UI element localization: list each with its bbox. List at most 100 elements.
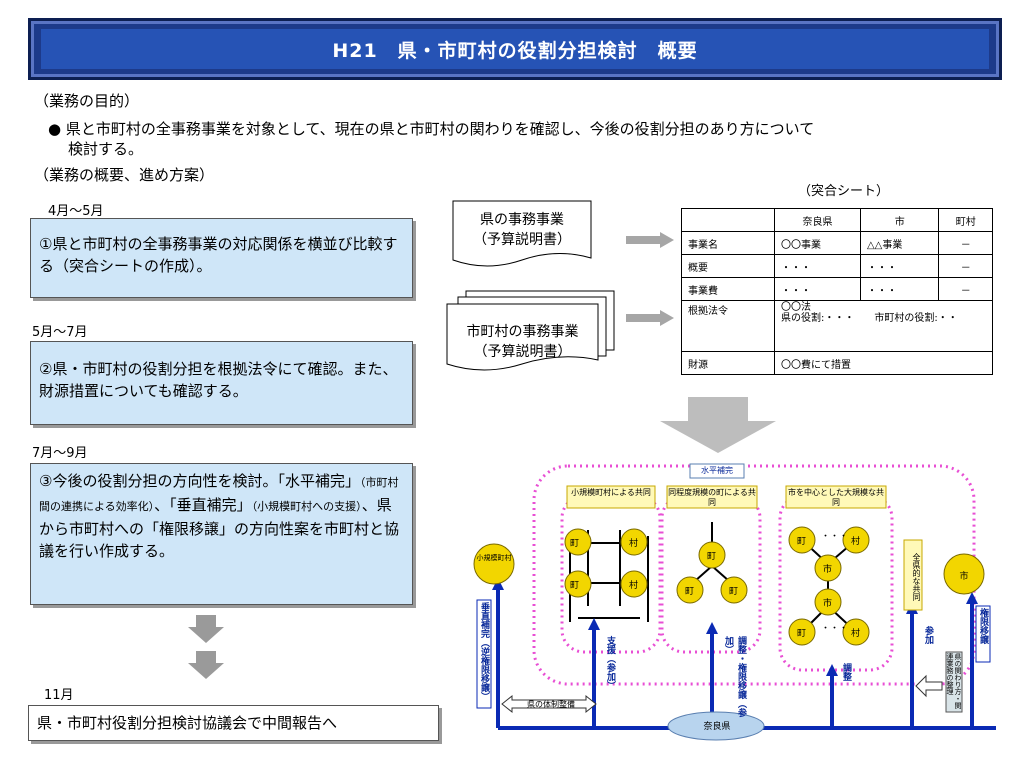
pref-doc-line2: （予算説明書） [473, 232, 571, 248]
sheet-caption: （突合シート） [798, 184, 890, 199]
group3-label: 市を中心とした大規模な共同 [788, 488, 884, 507]
pref-doc-shape [452, 200, 592, 267]
sheet-header-cell: 奈良県 [774, 208, 861, 232]
nara-ellipse [667, 711, 765, 741]
table-cell: ・・・ [859, 254, 940, 278]
table-cell: 根拠法令 [681, 300, 775, 352]
node-label: 町 [797, 537, 807, 547]
join-label: 参加 [923, 626, 933, 644]
node-label: 村 [629, 581, 639, 591]
table-row: 事業名 〇〇事業 △△事業 － [681, 231, 993, 255]
page-title: H21 県・市町村の役割分担検討 概要 [332, 39, 698, 62]
group3-label-box [785, 485, 887, 509]
muni-doc: 市町村の事務事業 （予算説明書） [447, 322, 598, 362]
pref-setup-label: 県の体制整備 [527, 700, 575, 709]
table-cell: 概要 [681, 254, 775, 278]
node-city [814, 554, 842, 582]
small-muni-label: 小規模町村 [476, 554, 512, 562]
left-arrow-icon [915, 674, 943, 698]
node-town [564, 570, 592, 598]
double-arrow-icon [501, 694, 597, 714]
table-cell: △△事業 [859, 231, 940, 255]
step3-text-e: 、県から市町村への「権限移譲」の方向性案を市町村と協議を行い作成する。 [39, 496, 400, 560]
step1-box: ①県と市町村の全事務事業の対応関係を横並び比較する（突合シートの作成）。 [30, 218, 413, 298]
muni-doc-line1: 市町村の事務事業 [466, 324, 579, 340]
step3-month: 7月～9月 [32, 446, 88, 461]
table-row: 財源 〇〇費にて措置 [681, 351, 993, 375]
step2-box: ②県・市町村の役割分担を根拠法令にて確認。また、財源措置についても確認する。 [30, 341, 413, 425]
title-banner-inner: H21 県・市町村の役割分担検討 概要 [41, 29, 989, 69]
sheet-header-cell: 市 [859, 208, 940, 232]
sheet-table: 奈良県 市 町村 事業名 〇〇事業 △△事業 － 概要 ・・・ ・・・ － 事業… [681, 208, 993, 375]
dots-label: ・・・ [821, 532, 849, 542]
transfer-label-box [975, 605, 991, 663]
horizontal-label: 水平補完 [701, 466, 733, 475]
node-label: 市 [823, 599, 833, 609]
group2-label: 同程度規模の町による共同 [668, 488, 756, 507]
node-town [676, 576, 704, 604]
node-label: 村 [629, 539, 639, 549]
node-town [564, 528, 592, 556]
coord-label: 調整 [841, 663, 851, 681]
node-label: 町 [685, 587, 695, 597]
node-label: 町 [570, 581, 580, 591]
pref-doc-line1: 県の事務事業 [480, 212, 564, 228]
node-city [814, 588, 842, 616]
table-cell: － [938, 231, 993, 255]
table-cell: ・・・ [774, 254, 861, 278]
nodes [473, 526, 985, 646]
right-arrows [626, 232, 674, 326]
node-village [842, 618, 870, 646]
node-label: 村 [851, 629, 861, 639]
step3-text-c: 、「垂直補完」 [154, 496, 252, 514]
table-cell: － [938, 254, 993, 278]
pref-review-label: 県の関わり方・関連業務の整理 [946, 653, 962, 709]
sheet-header-cell [681, 208, 775, 232]
node-town [788, 526, 816, 554]
nara-label: 奈良県 [703, 722, 731, 732]
table-cell: 財源 [681, 351, 775, 375]
node-label: 市 [823, 565, 833, 575]
step1-month: 4月～5月 [48, 204, 104, 219]
table-cell: 事業費 [681, 277, 775, 301]
step3-text-b: （市町村間の連携による効率化） [39, 476, 399, 513]
node-town [788, 618, 816, 646]
group3-frame [778, 494, 894, 672]
group2-frame [660, 494, 762, 654]
sheet-header-row: 奈良県 市 町村 [681, 208, 993, 232]
step3-text-d: （小規模町村への支援） [251, 500, 362, 513]
table-cell: ・・・ [774, 277, 861, 301]
table-cell: 事業名 [681, 231, 775, 255]
group1-frame [560, 494, 662, 654]
vertical-label-box [476, 599, 492, 709]
dots-label: ・・・ [821, 624, 849, 634]
group1-label: 小規模町村による共同 [571, 488, 651, 497]
table-row: 事業費 ・・・ ・・・ － [681, 277, 993, 301]
right-arrow-icon [626, 232, 674, 248]
node-label: 町 [729, 587, 739, 597]
horizontal-label-box [689, 463, 745, 479]
node-label: 町 [707, 552, 717, 562]
all-pref-label: 全県的な共同 [912, 553, 921, 601]
group3-links [801, 539, 857, 633]
table-row: 概要 ・・・ ・・・ － [681, 254, 993, 278]
pref-review-label-box [945, 651, 963, 713]
node-village [620, 570, 648, 598]
vertical-label: 垂直補完（逆権限移譲） [479, 602, 489, 701]
title-banner: H21 県・市町村の役割分担検討 概要 [28, 18, 1002, 80]
table-cell: 〇〇法 県の役割:・・・ 市町村の役割:・・ [774, 300, 993, 352]
node-town [698, 541, 726, 569]
node-label: 村 [851, 537, 861, 547]
muni-doc-shape [446, 290, 615, 371]
group2-label-box [666, 485, 758, 509]
table-cell: ・・・ [859, 277, 940, 301]
table-cell: 〇〇費にて措置 [774, 351, 993, 375]
group1-label-box [566, 485, 656, 509]
table-cell: 〇〇事業 [774, 231, 861, 255]
coord-transfer-label: 調整・権限移譲（参加） [723, 636, 746, 717]
pref-doc: 県の事務事業 （予算説明書） [452, 210, 592, 250]
purpose-bullet-2: 検討する。 [68, 140, 144, 158]
down-arrow-icon-2 [188, 651, 224, 679]
node-village [620, 528, 648, 556]
purpose-bullet: ● 県と市町村の全事務事業を対象として、現在の県と市町村の関わりを確認し、今後の… [48, 120, 815, 138]
